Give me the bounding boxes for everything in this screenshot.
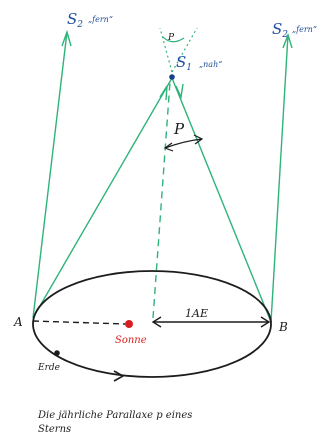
dashed-line-sun-to-star [152, 81, 171, 319]
caption-line-2: Sterns [38, 424, 71, 435]
parallax-arc-arrow-right [193, 134, 204, 145]
parallax-angle-label: P [173, 120, 185, 138]
caption-line-1: Die jährliche Parallaxe p eines [37, 410, 192, 421]
distance-label: 1AE [185, 307, 208, 320]
ray-b-to-far-star-right [270, 34, 289, 323]
arrowhead-far-star-right [282, 32, 293, 49]
near-star-label: S1 [176, 53, 192, 73]
near-star-note: „nah“ [199, 60, 222, 69]
ray-b-to-near-star [171, 77, 272, 323]
earth-orbit [32, 270, 272, 378]
distance-arrowhead-right [260, 316, 271, 328]
dashed-line-a-to-sun [32, 320, 126, 325]
far-star-right-note: „fern“ [292, 25, 317, 34]
parallax-arc-arrow-left [163, 142, 174, 152]
parallax-angle-arc [164, 138, 203, 149]
sun [125, 320, 133, 328]
earth-label: Erde [37, 363, 60, 373]
ray-a-to-near-star [32, 77, 173, 319]
near-star-s1 [169, 74, 175, 80]
far-star-left-note: „fern“ [88, 15, 113, 24]
arrowhead-near-star-left [159, 85, 168, 101]
earth [54, 350, 60, 356]
orbit-direction-arrow [113, 370, 125, 382]
point-b-label: B [278, 320, 288, 334]
far-star-right-label: S2 [272, 20, 288, 40]
ray-a-to-far-star-left [32, 31, 68, 319]
small-angle-label: P [167, 33, 175, 43]
sun-label: Sonne [115, 335, 147, 346]
point-a-label: A [13, 315, 23, 329]
arrowhead-far-star-left [61, 29, 72, 47]
small-angle-dotted-right [171, 27, 198, 73]
arrowhead-near-star-right [175, 83, 184, 100]
small-angle-arc [162, 36, 185, 43]
distance-arrowhead-left [151, 316, 162, 328]
far-star-left-label: S2 [67, 10, 83, 30]
